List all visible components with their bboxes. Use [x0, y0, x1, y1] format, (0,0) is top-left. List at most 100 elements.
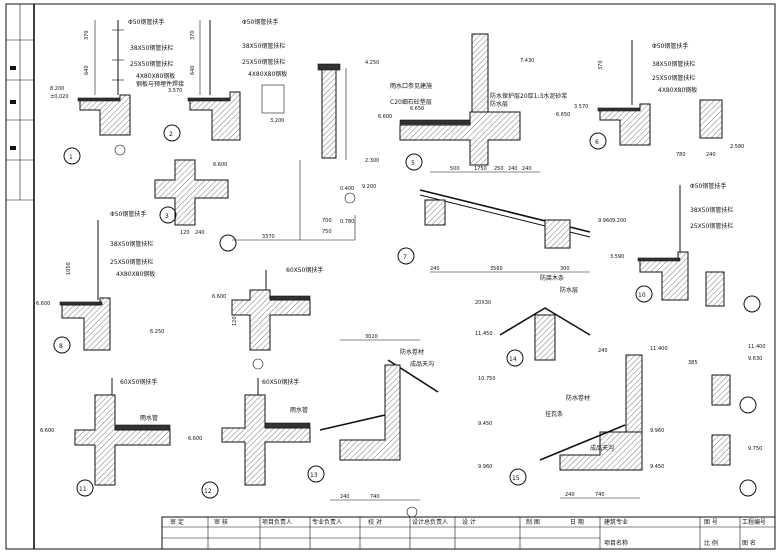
- tb-scale: 比 例: [704, 539, 718, 547]
- d10-elev-1: 3.590: [610, 254, 624, 260]
- d13-elev-0: 10.750: [478, 376, 496, 382]
- d5-number: 5: [411, 160, 415, 167]
- d15-number: 15: [512, 475, 520, 482]
- tb-project-name: 项目名称: [604, 539, 628, 547]
- d5-dim-1: 1750: [474, 166, 487, 172]
- d15-note-1: 挂瓦条: [545, 410, 563, 418]
- title-block: 审 定 审 核 项目负责人 专业负责人 校 对 设计总负责人 设 计 制 图 日…: [161, 516, 776, 550]
- d3-dim-1: 240: [195, 230, 205, 236]
- d1-elev-0: 8.200: [50, 86, 64, 92]
- d7-dim-0: 240: [430, 266, 440, 272]
- d1-elev-1: ±0.020: [50, 94, 69, 100]
- d5-note-1: C20细石砼垫层: [390, 98, 432, 106]
- d7-elev-1: 9.960: [598, 218, 612, 224]
- d14-note-1: 防水层: [560, 286, 578, 294]
- d4-elev-3: 0.780: [340, 219, 354, 225]
- d6-note-2: 25X50钢管扶栏: [652, 74, 695, 82]
- detail-9: 6.600 60X50钢扶手 120: [212, 266, 323, 370]
- tb-review: 审 核: [214, 518, 228, 526]
- d12-note-1: 雨水管: [290, 406, 308, 414]
- detail-11: 6.600 60X50钢扶手 雨水管 11: [40, 378, 171, 497]
- detail-5: 7.430 6.650 6.600 雨水口参见建施 C20细石砼垫层 防水保护层…: [378, 33, 567, 173]
- d14-note-0: 防腐木条: [540, 274, 564, 282]
- d4-dim-0: 3370: [262, 234, 275, 240]
- d15-elev-0: 11.400: [650, 346, 668, 352]
- tb-approve: 审 定: [170, 518, 184, 526]
- d15-elev-2: 9.450: [650, 464, 664, 470]
- d5-note-2: 防水保护层20厚1:3水泥砂浆: [490, 92, 567, 100]
- d4-dim-2: 750: [322, 229, 332, 235]
- d7-number: 7: [403, 254, 407, 261]
- d11-note-1: 雨水管: [140, 414, 158, 422]
- tb-drawing-name: 图 名: [742, 539, 756, 547]
- tb-draft: 制 图: [526, 518, 540, 526]
- d16-elev-2: 9.750: [748, 446, 762, 452]
- d13-dim-3: 240: [340, 494, 350, 500]
- d5-elev-2: 6.600: [378, 114, 392, 120]
- d3-dim-0: 120: [180, 230, 190, 236]
- detail-16: 11.400 9.630 9.750 385: [688, 344, 766, 497]
- d5-note-3: 防水层: [490, 100, 508, 108]
- d2-elev-1: 3.200: [270, 118, 284, 124]
- d5-dim-3: 240: [508, 166, 518, 172]
- d13-note-0: 防水卷材: [400, 348, 424, 356]
- tb-drawing-no: 图 号: [704, 519, 718, 526]
- d12-note-0: 60X50钢扶手: [262, 378, 299, 386]
- d2-number: 2: [169, 131, 173, 138]
- detail-1: 370 640 8.200 ±0.020 Φ50钢管扶手 38X50钢管扶栏 2…: [50, 18, 184, 165]
- binding-strip: [6, 4, 35, 549]
- d15-note-3: 成品天沟: [590, 444, 614, 452]
- d1-note-4: 钢板与预埋件焊接: [136, 80, 184, 88]
- detail-4: 4.250 2.300 0.400 0.780 3370 700 750: [219, 60, 379, 252]
- d13-dim-4: 740: [370, 494, 380, 500]
- d10-elev-0: 9.200: [612, 218, 626, 224]
- d5-dim-2: 250: [494, 166, 504, 172]
- d2-note-2: 25X50钢管扶栏: [242, 58, 285, 66]
- d6-note-1: 38X50钢管扶栏: [652, 60, 695, 68]
- d10-note-1: 38X50钢管扶栏: [690, 206, 733, 214]
- d8-note-0: Φ50钢管扶手: [110, 210, 146, 218]
- d16-elev-1: 9.630: [748, 356, 762, 362]
- d14-number: 14: [509, 356, 517, 363]
- d6-dim-5: 240: [706, 152, 716, 158]
- d13-elev-2: 9.960: [478, 464, 492, 470]
- tb-job-no: 工程编号: [742, 518, 766, 526]
- d8-elev-1: 6.250: [150, 329, 164, 335]
- detail-12: 6.600 60X50钢扶手 雨水管 12: [188, 378, 311, 499]
- d15-dim-0: 240: [598, 348, 608, 354]
- d4-elev-2: 0.400: [340, 186, 354, 192]
- d6-dim-0: 370: [598, 60, 604, 70]
- d2-note-1: 38X50钢管扶栏: [242, 42, 285, 50]
- d2-dim-0: 370: [190, 30, 196, 40]
- d10-number: 10: [638, 292, 646, 299]
- d1-dim-1: 640: [84, 65, 90, 75]
- d13-elev-1: 9.450: [478, 421, 492, 427]
- d6-elev-2: 2.580: [730, 144, 744, 150]
- d13-dim-0: 3020: [365, 334, 378, 340]
- d8-note-2: 25X50钢管扶栏: [110, 258, 153, 266]
- d8-note-3: 4X80X80钢板: [116, 270, 155, 278]
- detail-2: 370 640 3.570 3.200 Φ50钢管扶手 38X50钢管扶栏 25…: [163, 18, 287, 142]
- d3-number: 3: [165, 213, 169, 220]
- d3-elev-0: 6.600: [213, 162, 227, 168]
- tb-discipline: 建筑专业: [604, 518, 628, 526]
- d5-dim-4: 240: [522, 166, 532, 172]
- d4-elev-1: 2.300: [365, 158, 379, 164]
- d2-dim-1: 640: [190, 65, 196, 75]
- d5-elev-0: 7.430: [520, 58, 534, 64]
- d5-dim-0: 500: [450, 166, 460, 172]
- d6-elev-0: 3.570: [574, 104, 588, 110]
- detail-13: 3020 10.750 9.450 9.960 防水卷材 成品天沟 240 74…: [307, 334, 496, 518]
- tb-discipline-lead: 专业负责人: [312, 518, 342, 526]
- d5-note-0: 雨水口参见建施: [390, 82, 432, 90]
- d11-note-0: 60X50钢扶手: [120, 378, 157, 386]
- d7-elev-0: 9.200: [362, 184, 376, 190]
- d13-note-1: 成品天沟: [410, 360, 434, 368]
- tb-date: 日 期: [570, 518, 584, 526]
- d6-note-0: Φ50钢管扶手: [652, 42, 688, 50]
- d15-dim-4: 740: [595, 492, 605, 498]
- d14-elev-0: 11.450: [475, 331, 493, 337]
- d1-number: 1: [69, 154, 73, 161]
